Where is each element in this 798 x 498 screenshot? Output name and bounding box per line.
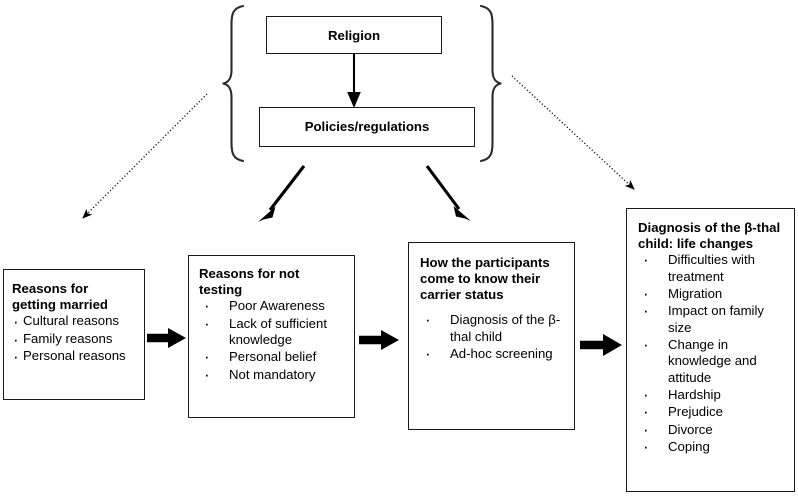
list-item: Family reasons [12,329,136,351]
arrow-married-to-not-testing [147,328,186,348]
list-item: Difficulties with treatment [638,249,780,285]
list-item: Change in knowledge and attitude [638,334,774,386]
node-religion[interactable]: Religion [266,16,442,54]
node-carrier-status-title: How the participants come to know their … [420,255,550,303]
list-item: Impact on family size [638,300,780,336]
list-item: Diagnosis of the β-thal child [420,309,570,345]
node-reasons-getting-married[interactable]: Reasons for getting married Cultural rea… [3,269,145,400]
node-carrier-status[interactable]: How the participants come to know their … [408,242,575,430]
node-religion-label: Religion [327,28,381,43]
node-reasons-getting-married-bullets: Cultural reasons Family reasons Personal… [12,311,136,368]
node-reasons-not-testing-bullets: Poor Awareness Lack of sufficient knowle… [199,295,344,386]
list-item: Migration [638,283,788,305]
list-item: Personal reasons [12,346,136,368]
list-item: Lack of sufficient knowledge [199,313,349,349]
list-item: Hardship [638,384,788,406]
list-item: Personal belief [199,346,344,368]
list-item: Coping [638,436,788,458]
arrow-religion-to-policies [347,53,361,108]
arrow-not-testing-to-carrier [359,330,399,350]
node-reasons-not-testing-title: Reasons for not testing [199,266,300,298]
node-carrier-status-bullets: Diagnosis of the β-thal child Ad-hoc scr… [420,309,565,365]
list-item: Divorce [638,419,788,441]
node-diagnosis-life-changes[interactable]: Diagnosis of the β-thal child: life chan… [626,208,795,492]
node-reasons-getting-married-title: Reasons for getting married [12,281,108,313]
arrow-to-carrier-status [425,165,471,221]
list-item: Prejudice [638,401,788,423]
node-diagnosis-life-changes-bullets: Difficulties with treatment Migration Im… [638,249,788,458]
arrow-dotted-to-reasons-married [82,93,208,219]
list-item: Not mandatory [199,364,344,386]
arrow-to-reasons-not-testing [258,165,306,222]
node-policies[interactable]: Policies/regulations [259,107,475,147]
arrow-dotted-to-diagnosis [511,75,635,190]
spacer [420,303,565,312]
list-item: Ad-hoc screening [420,343,565,365]
arrow-carrier-to-diagnosis [580,334,622,356]
node-policies-label: Policies/regulations [304,119,430,134]
right-brace [479,4,502,163]
node-diagnosis-life-changes-title: Diagnosis of the β-thal child: life chan… [638,220,781,252]
list-item: Cultural reasons [12,311,136,333]
node-reasons-not-testing[interactable]: Reasons for not testing Poor Awareness L… [188,255,355,418]
left-brace [222,4,245,163]
list-item: Poor Awareness [199,295,344,317]
